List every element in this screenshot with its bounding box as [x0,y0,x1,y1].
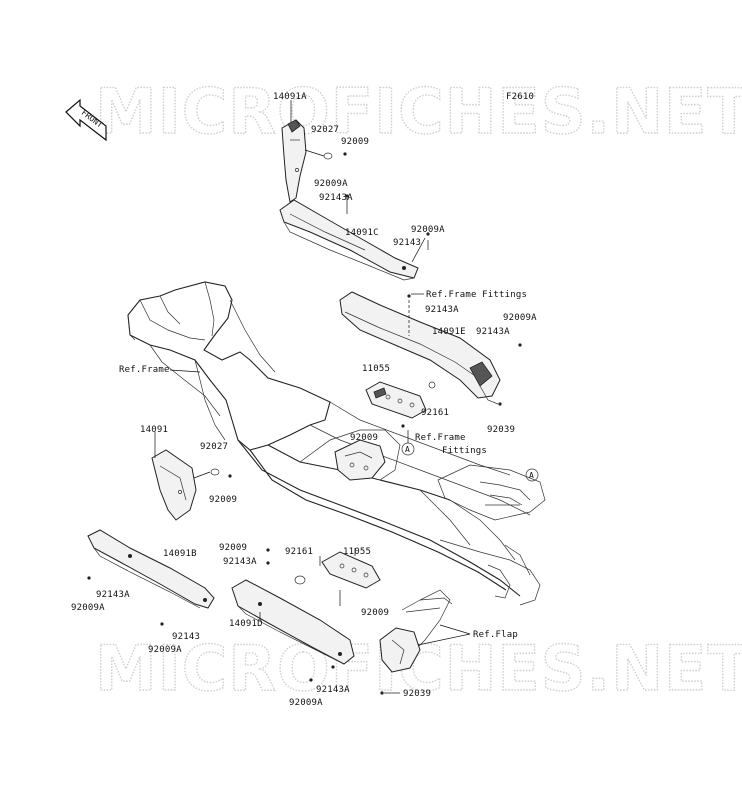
flap-assembly [379,589,453,673]
watermark-top: MICROFICHES.NET [95,75,742,148]
label-92009A-low: 92009A [289,698,323,708]
part-11055-lower [321,551,381,589]
bolt-92143A-1 [345,194,349,198]
label-92143A-left: 92143A [96,590,130,600]
part-14091A [281,119,307,203]
bolt-92009A-3 [518,343,522,347]
grommet-92161-top [428,381,436,389]
label-92009A-left: 92009A [71,603,105,613]
label-92009A-1: 92009A [314,179,348,189]
bolt-92143A-2 [407,294,411,298]
label-92039-top: 92039 [487,425,515,435]
washer-92027-left [210,468,220,476]
label-14091A: 14091A [273,92,307,102]
svg-text:A: A [405,445,410,454]
label-14091: 14091 [140,425,168,435]
label-92009A-2: 92009A [411,225,445,235]
label-ref-flap: Ref.Flap [473,630,518,640]
bolt-92009-b [266,548,270,552]
label-14091E: 14091E [432,327,466,337]
label-ref-frame-fittings-1: Ref.Frame Fittings [426,290,527,300]
part-11055-top [365,381,427,419]
label-92143-top: 92143 [393,238,421,248]
label-92009-left: 92009 [209,495,237,505]
bolt-92009-left [228,474,232,478]
label-92009-top: 92009 [341,137,369,147]
grommet-92161-b [294,575,306,585]
label-92143A-b: 92143A [223,557,257,567]
callout-a-1: A [401,442,415,456]
washer-92027-top [323,152,333,160]
svg-text:A: A [529,471,534,480]
bolt-92009-mid [401,424,405,428]
label-92143A-1: 92143A [319,193,353,203]
label-92143-left: 92143 [172,632,200,642]
label-11055-b: 11055 [343,547,371,557]
label-92143A-2: 92143A [425,305,459,315]
label-92143A-low: 92143A [316,685,350,695]
label-11055-top: 11055 [362,364,390,374]
part-14091E [339,291,501,405]
label-92009-low: 92009 [361,608,389,618]
label-92143A-3: 92143A [476,327,510,337]
frame-fittings-detail [437,464,546,521]
part-14091 [151,449,197,521]
label-92161-top: 92161 [421,408,449,418]
label-92161-b: 92161 [285,547,313,557]
label-92009-mid: 92009 [350,433,378,443]
part-14091D [231,579,355,665]
figure-code: F2610 [506,92,534,102]
label-ref-frame: Ref.Frame [119,365,170,375]
label-92009-b: 92009 [219,543,247,553]
bolt-92009A-low [309,678,313,682]
bolt-92039-low [380,691,384,695]
part-14091B [87,529,215,609]
bolt-92143A-b [266,561,270,565]
label-92027-top: 92027 [311,125,339,135]
label-ref-frame-2a: Ref.Frame [415,433,466,443]
bolt-92009A-left2 [160,622,164,626]
label-92039-low: 92039 [403,689,431,699]
label-14091C: 14091C [345,228,379,238]
part-14091C [279,199,419,281]
label-14091D: 14091D [229,619,263,629]
label-14091B: 14091B [163,549,197,559]
label-92027-left: 92027 [200,442,228,452]
bolt-92143A-low [331,665,335,669]
bolt-92009A-2 [426,232,430,236]
label-92009A-left2: 92009A [148,645,182,655]
bolt-92039-top [498,402,502,406]
callout-a-2: A [525,468,539,482]
label-92009A-3: 92009A [503,313,537,323]
bolt-92009-top [343,152,347,156]
label-ref-frame-2b: Fittings [442,446,487,456]
bolt-92143A-left [87,576,91,580]
